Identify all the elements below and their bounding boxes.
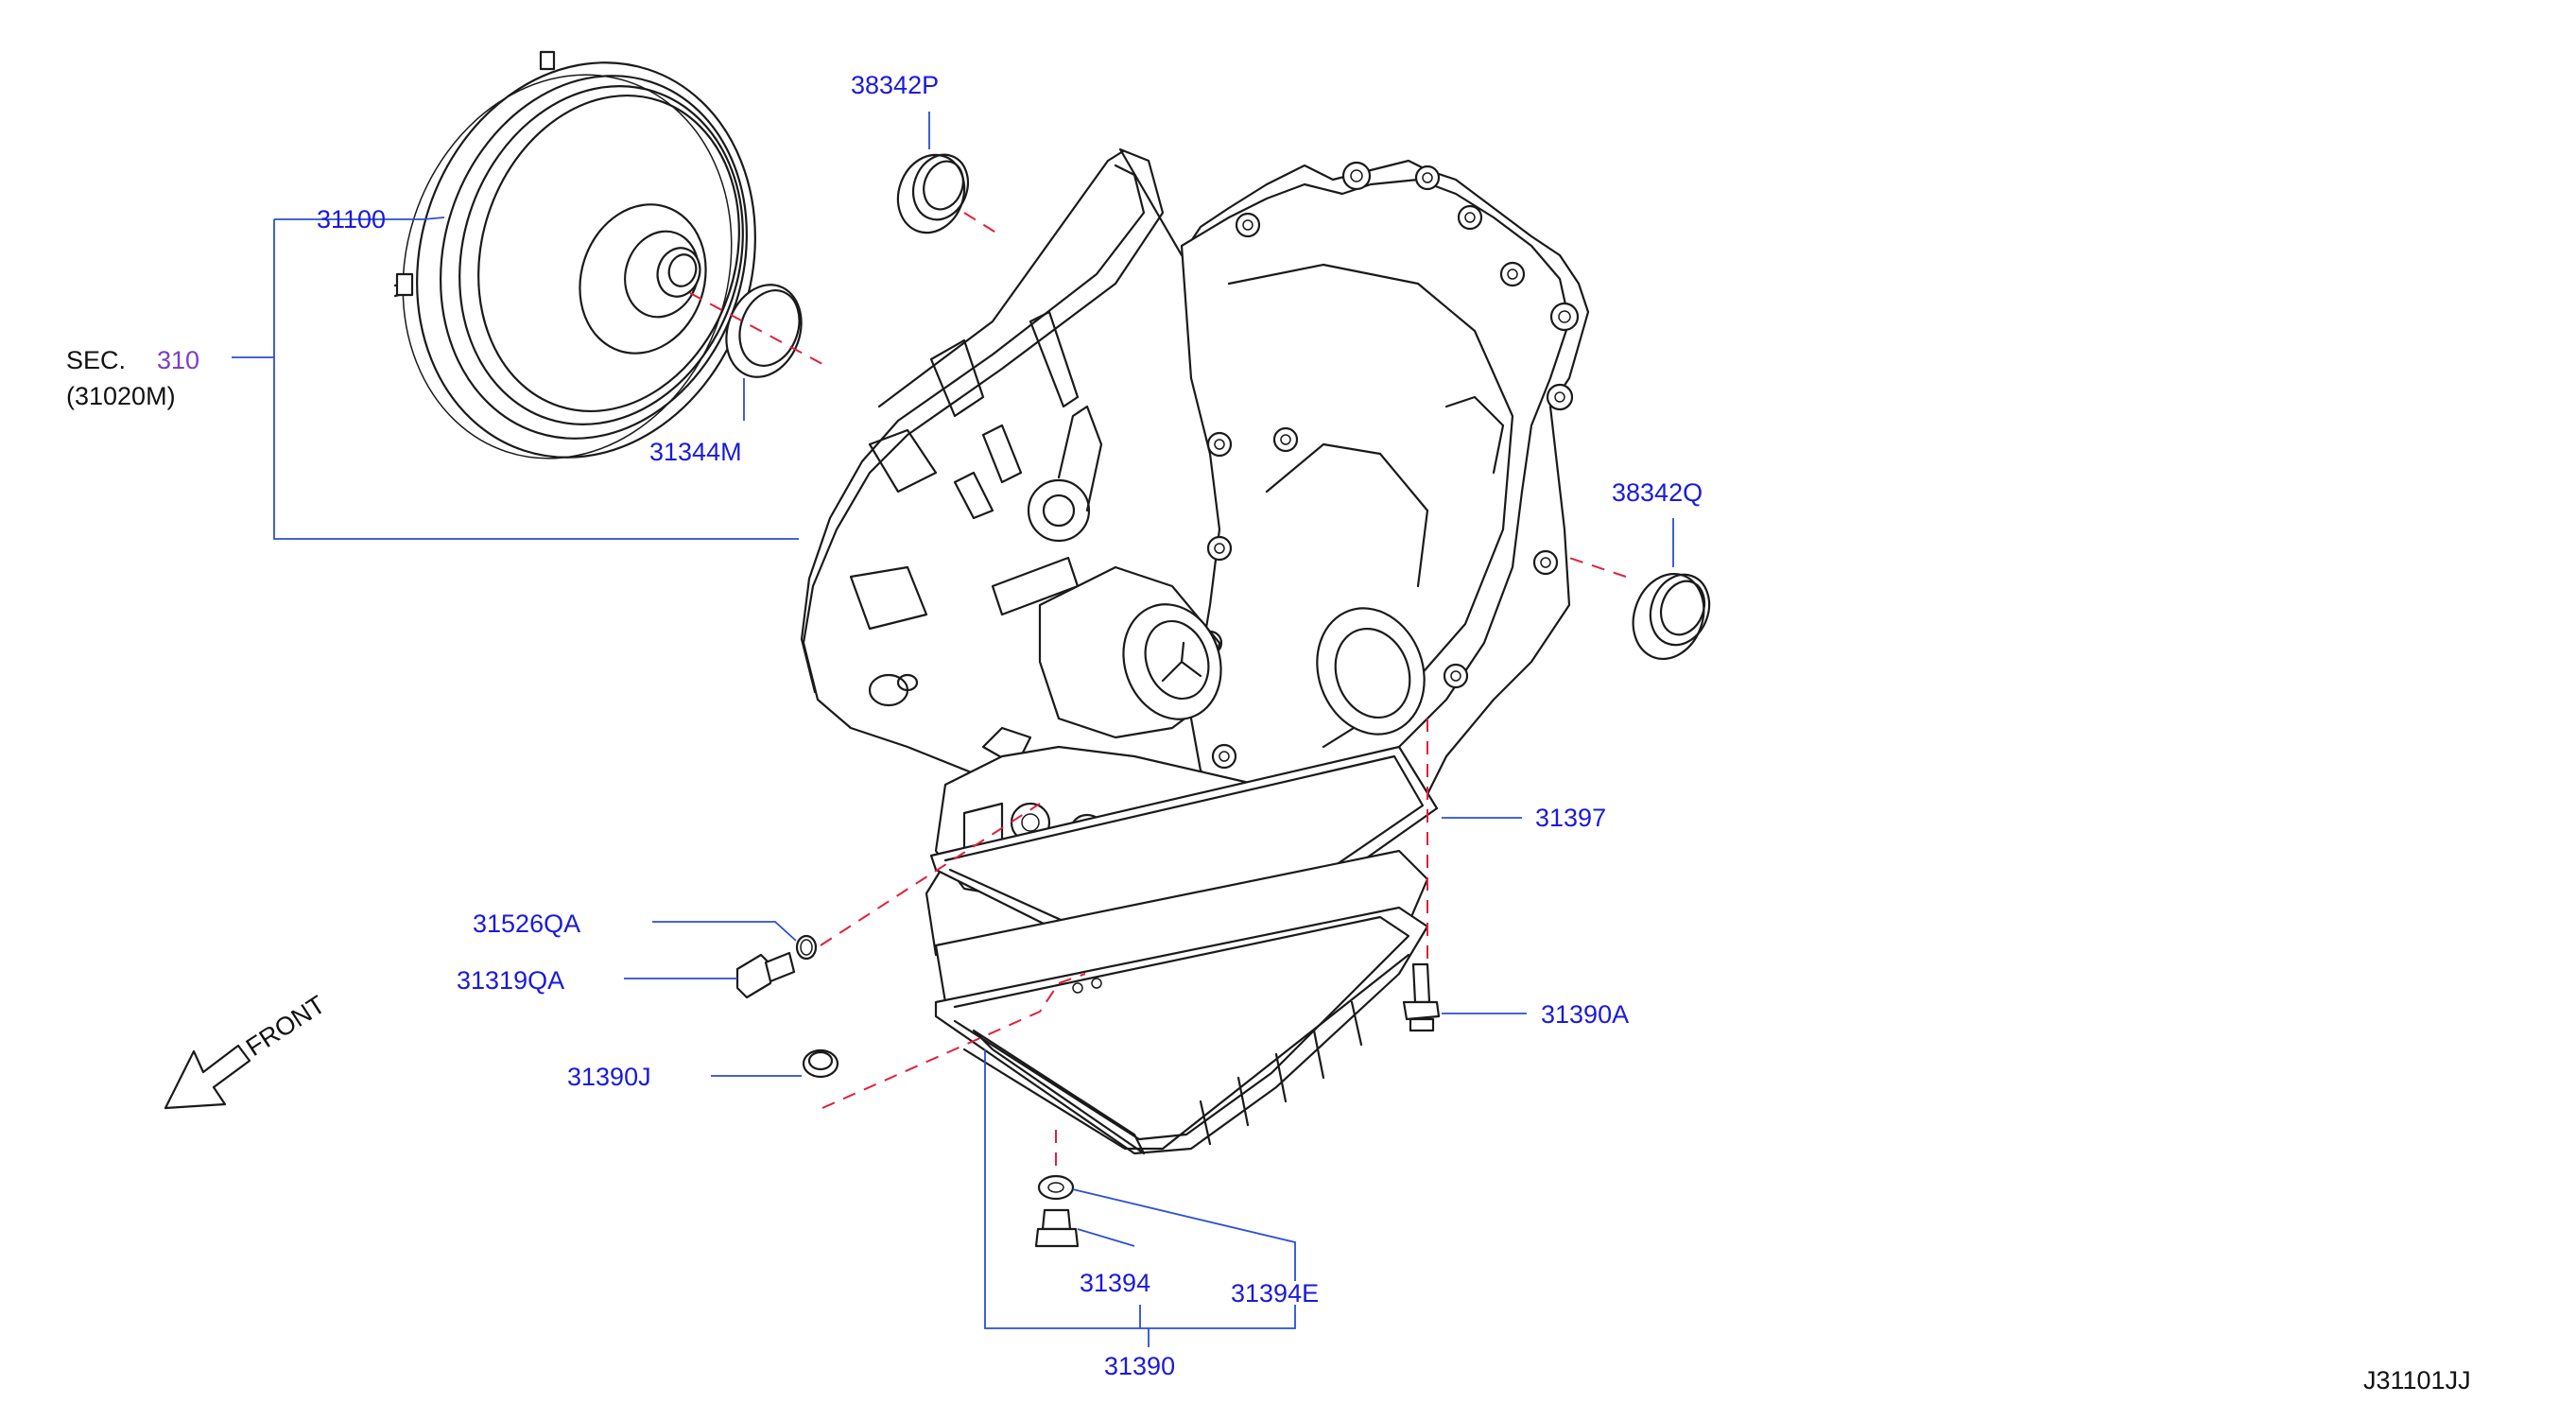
washer-31390J-drawing xyxy=(802,1048,839,1079)
bolt-31390A-drawing xyxy=(1402,962,1441,1032)
label-31394E: 31394E xyxy=(1231,1279,1319,1308)
label-38342Q: 38342Q xyxy=(1612,478,1703,507)
front-arrow-icon xyxy=(164,1044,251,1110)
label-31397: 31397 xyxy=(1535,804,1606,832)
part-labels: 31100 38342P 31344M 38342Q 31397 31526QA… xyxy=(317,71,1703,1380)
bolt-31319QA-drawing xyxy=(735,951,796,999)
solenoid-unit xyxy=(953,310,1222,739)
label-31319QA: 31319QA xyxy=(457,966,564,995)
section-subref: (31020M) xyxy=(66,382,176,410)
label-31100: 31100 xyxy=(317,205,386,234)
leader-lines xyxy=(232,112,1674,1347)
o-ring-31526QA-drawing xyxy=(795,934,818,961)
label-31344M: 31344M xyxy=(649,438,742,466)
drain-plug-31394-drawing xyxy=(1034,1208,1080,1248)
label-31390: 31390 xyxy=(1104,1352,1175,1380)
oil-pan-31390-drawing xyxy=(934,849,1429,1155)
assembly-dashed-lines xyxy=(689,212,1627,1172)
oil-seal-38342P-drawing xyxy=(896,153,970,234)
oil-seal-31344M-drawing xyxy=(725,284,803,378)
diagram-code: J31101JJ xyxy=(2363,1366,2471,1394)
label-38342P: 38342P xyxy=(851,71,939,99)
washer-31394E-drawing xyxy=(1037,1174,1075,1201)
torque-converter-drawing xyxy=(393,50,756,459)
label-31390J: 31390J xyxy=(567,1063,651,1091)
label-31390A: 31390A xyxy=(1541,1000,1629,1029)
front-label: FRONT xyxy=(241,990,330,1062)
section-prefix: SEC. xyxy=(66,346,126,374)
label-31394: 31394 xyxy=(1080,1269,1150,1297)
section-reference: SEC. 310 (31020M) xyxy=(66,346,199,410)
label-31526QA: 31526QA xyxy=(473,909,580,938)
oil-seal-38342Q-drawing xyxy=(1632,572,1711,661)
section-number: 310 xyxy=(157,346,199,374)
